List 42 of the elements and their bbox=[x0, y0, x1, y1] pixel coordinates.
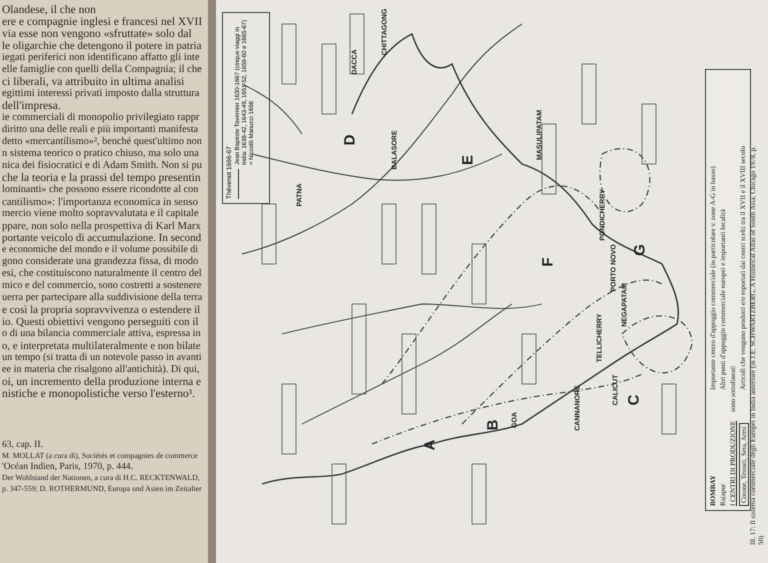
zone-letter: F bbox=[540, 257, 556, 267]
text-line: portante veicolo di accumulazione. In second bbox=[2, 232, 202, 244]
footnote-line: 63, cap. II. bbox=[2, 440, 43, 450]
text-line: o, e interpretata multilateralmente e non bilate bbox=[2, 340, 200, 352]
text-line: mercio viene molto sopravvalutata e il capitale bbox=[2, 208, 199, 219]
zone-letter: G bbox=[632, 244, 648, 256]
text-line: iegati periferici non identificano affatto gli inte bbox=[2, 52, 200, 63]
zone-letter: C bbox=[626, 394, 642, 406]
text-line: io. Questi obiettivi vengono perseguiti con il bbox=[2, 316, 198, 328]
text-line: detto «mercantilismo»², benché quest'ultimo non bbox=[2, 136, 202, 147]
zone-letter: A bbox=[422, 440, 438, 450]
text-line: e così la propria sopravvivenza o estendere il bbox=[2, 304, 200, 316]
text-line: nistiche e monopolistiche verso l'esterno³. bbox=[2, 388, 195, 400]
text-line: elle famiglie con quelli della Compagnia; il che bbox=[2, 64, 202, 75]
text-line: lominanti» che possono essere ricondotte al con bbox=[2, 184, 198, 195]
text-line: ppare, non solo nella prospettiva di Karl Marx bbox=[2, 220, 201, 232]
text-line: ere e compagnie inglesi e francesi nel XVII bbox=[2, 16, 202, 28]
text-line: che la teoria e la prassi del tempo presentin bbox=[2, 172, 201, 184]
text-line: gono considerate una grandezza fissa, di modo bbox=[2, 256, 198, 267]
text-line: ie commerciali di monopolio privilegiato rappr bbox=[2, 112, 200, 123]
text-line: cantilismo»: l'importanza economica in senso bbox=[2, 196, 198, 208]
text-line: uerra per partecipare alla suddivisione della terra bbox=[2, 292, 202, 303]
text-line: le oligarchie che detengono il potere in patria bbox=[2, 40, 202, 52]
text-line: diritto una delle reali e più importanti manifesta bbox=[2, 124, 198, 135]
text-line: n sistema teorico o pratico chiuso, ma solo una bbox=[2, 148, 199, 159]
text-line: dell'impresa. bbox=[2, 100, 61, 112]
zone-letter: D bbox=[342, 134, 358, 146]
footnote-line: 'Océan Indien, Paris, 1970, p. 444. bbox=[2, 462, 133, 472]
zone-letter: B bbox=[484, 420, 502, 430]
text-line: o di una bilancia commerciale attiva, espressa in bbox=[2, 328, 201, 339]
text-line: ee in materia che risalgono all'antichità). Di qui, bbox=[2, 364, 200, 375]
text-line: oi, un incremento della produzione interna e bbox=[2, 376, 201, 388]
text-line: nica dei fisiocratici e di Adam Smith. Non si pu bbox=[2, 160, 202, 171]
zone-letter: E bbox=[460, 155, 476, 165]
text-line: esi, che costituiscono naturalmente il centro del bbox=[2, 268, 202, 279]
text-line: e economiche del mondo e il volume possibile di bbox=[2, 244, 198, 255]
text-line: Olandese, il che non bbox=[2, 4, 96, 16]
text-line: via esse non vengono «sfruttate» solo dal bbox=[2, 28, 192, 40]
text-line: egittimi interessi privati imposto dalla struttura bbox=[2, 88, 200, 99]
text-line: ci liberali, va attribuito in ultima analisi bbox=[2, 76, 184, 88]
text-line: un tempo (si tratta di un notevole passo in avanti bbox=[2, 352, 202, 363]
text-line: mico e del commercio, sono costretti a sostenere bbox=[2, 280, 202, 291]
